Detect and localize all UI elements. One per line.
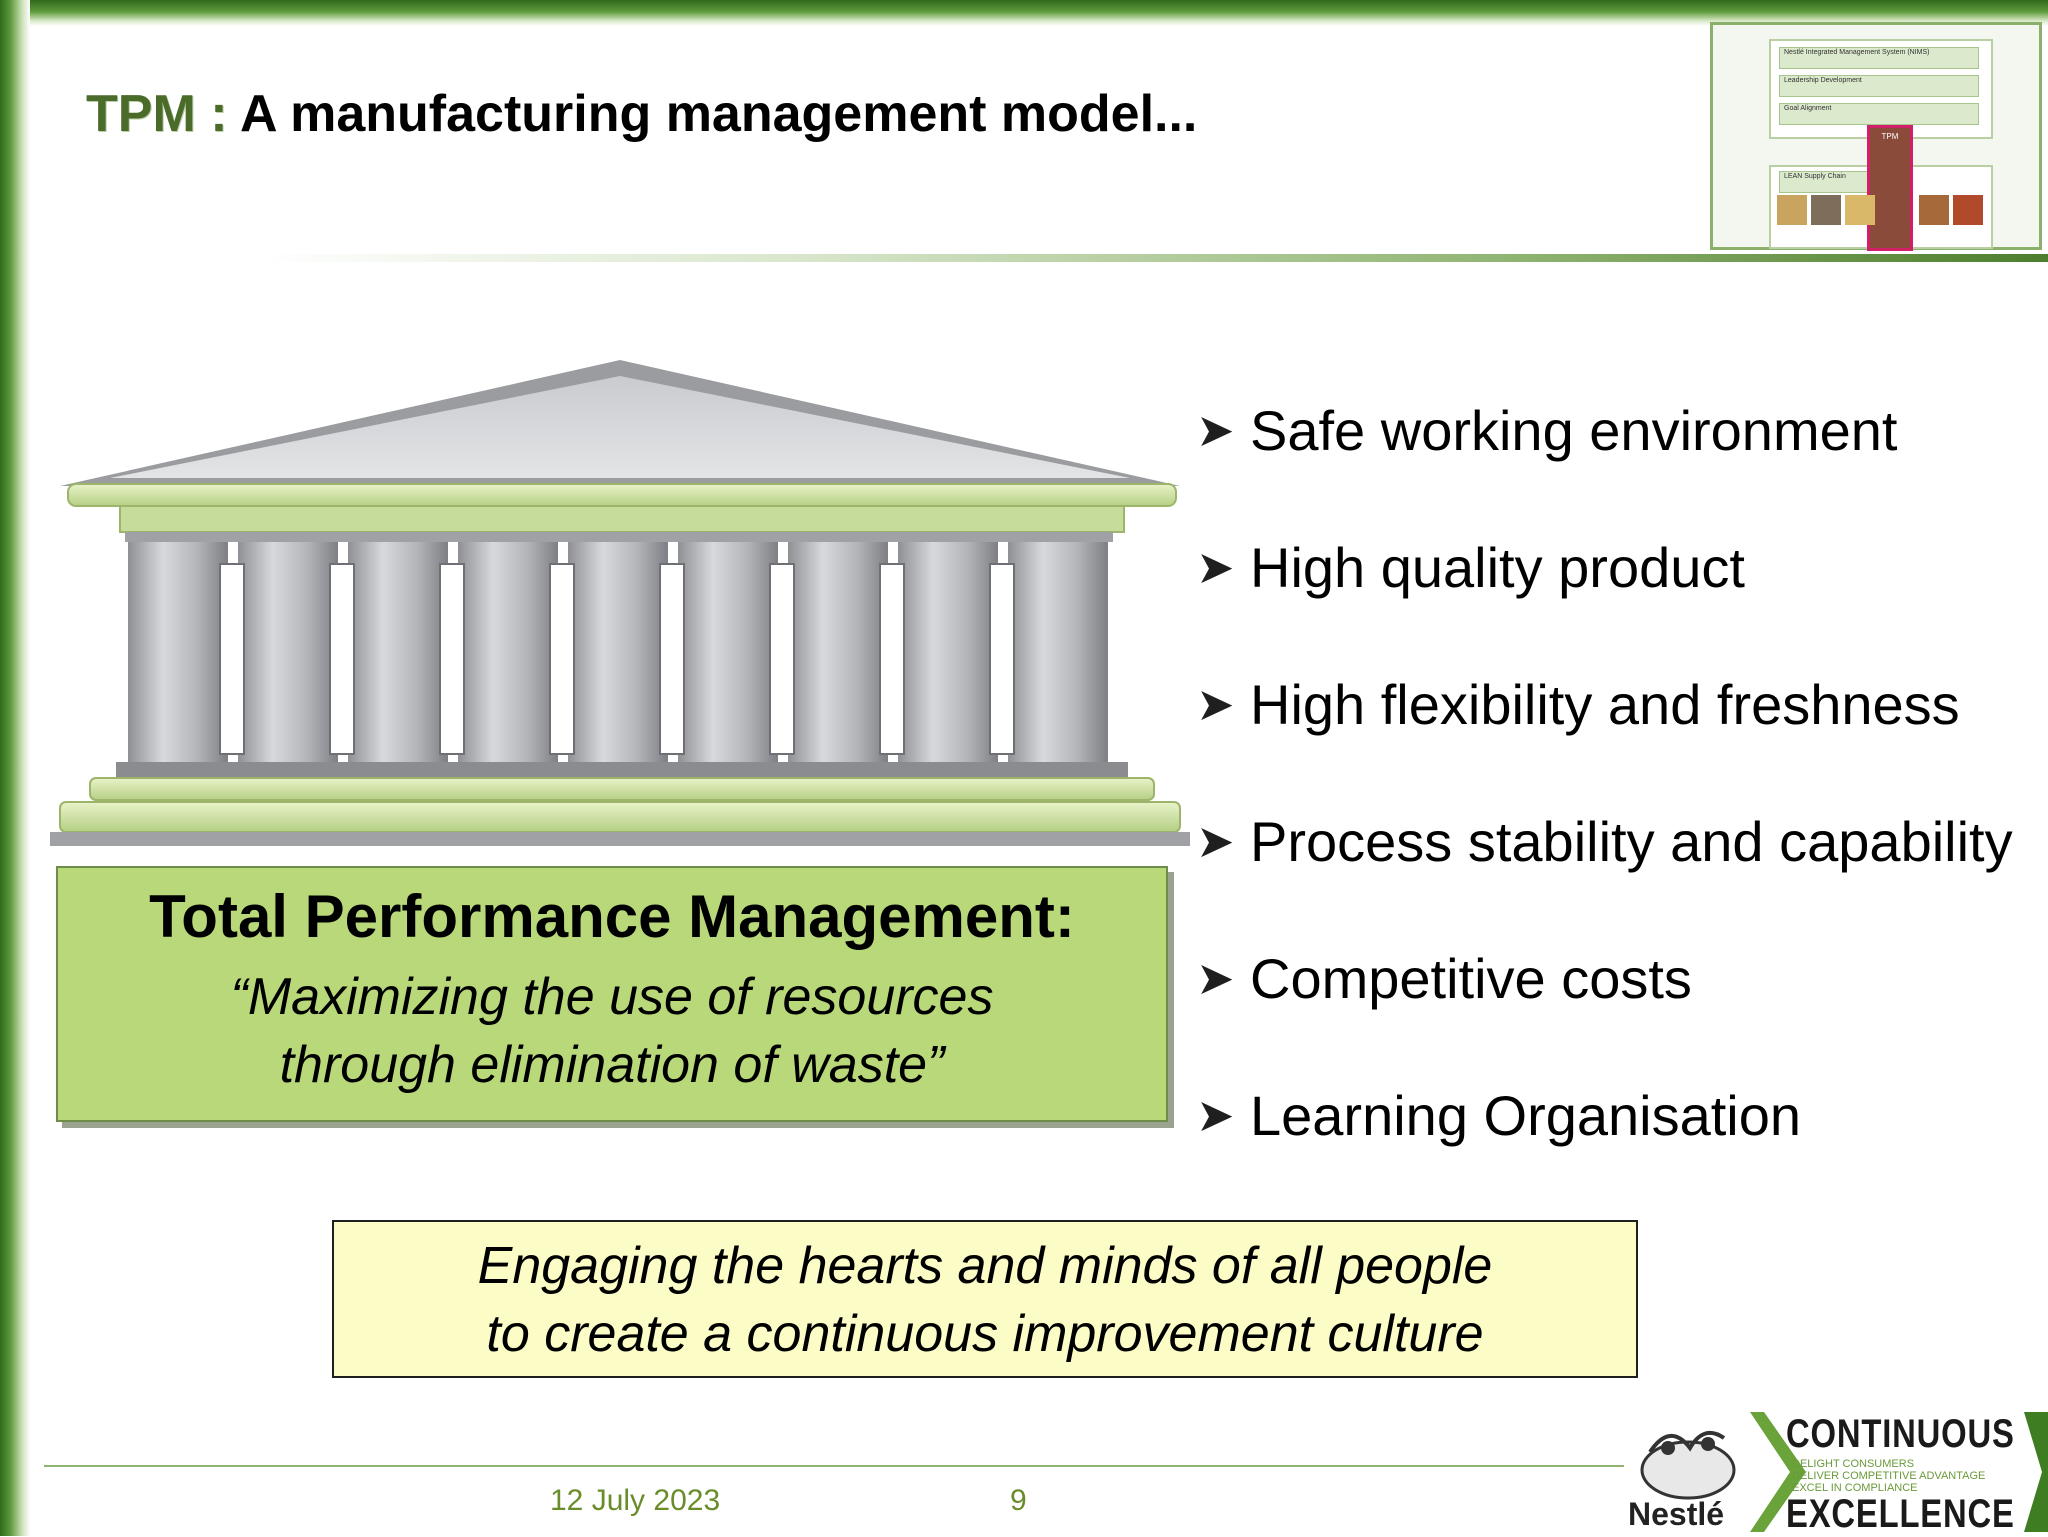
tpm-quote-line-1: “Maximizing the use of resources [230, 968, 994, 1026]
temple-columns [125, 532, 1113, 762]
thumbnail-row: Nestlé Integrated Management System (NIM… [1779, 47, 1979, 69]
model-thumbnail: Nestlé Integrated Management System (NIM… [1710, 22, 2042, 251]
list-item-text: High flexibility and freshness [1250, 672, 1960, 736]
logo-word-excellence: EXCELLENCE [1786, 1492, 2015, 1536]
thumbnail-image [1811, 195, 1841, 225]
arrow-bullet-icon: ➤ [1196, 952, 1235, 1004]
tpm-quote-line-2: through elimination of waste” [279, 1036, 945, 1094]
thumbnail-image [1919, 195, 1949, 225]
list-item: ➤ Competitive costs [1196, 943, 2036, 1013]
footer-date: 12 July 2023 [550, 1484, 721, 1517]
thumbnail-image [1953, 195, 1983, 225]
thumbnail-image [1777, 195, 1807, 225]
arrow-bullet-icon: ➤ [1196, 815, 1235, 867]
list-item-text: High quality product [1250, 535, 1745, 599]
tpm-definition-box: Total Performance Management: “Maximizin… [56, 866, 1168, 1122]
title-underline [260, 254, 2048, 262]
thumbnail-image [1845, 195, 1875, 225]
arrow-bullet-icon: ➤ [1196, 404, 1235, 456]
tpm-heading: Total Performance Management: [149, 883, 1075, 950]
list-item-text: Safe working environment [1250, 398, 1898, 462]
list-item-text: Competitive costs [1250, 946, 1692, 1010]
thumbnail-tpm-highlight: TPM [1867, 125, 1913, 251]
list-item: ➤ High flexibility and freshness [1196, 669, 2036, 739]
thumbnail-top-panel: Nestlé Integrated Management System (NIM… [1769, 39, 1993, 139]
engagement-line-1: Engaging the hearts and minds of all peo… [477, 1237, 1493, 1295]
list-item-text: Learning Organisation [1250, 1083, 1802, 1147]
list-item: ➤ Safe working environment [1196, 395, 2036, 465]
top-frame-bar [0, 0, 2048, 26]
temple-icon [50, 360, 1190, 846]
thumbnail-row: Goal Alignment [1779, 103, 1979, 125]
arrow-bullet-icon: ➤ [1196, 1089, 1235, 1141]
logo-word-continuous: CONTINUOUS [1786, 1412, 2015, 1456]
footer-page-number: 9 [1010, 1484, 1027, 1517]
arrow-bullet-icon: ➤ [1196, 678, 1235, 730]
thumbnail-lean-label: LEAN Supply Chain [1779, 171, 1869, 193]
thumbnail-row: Leadership Development [1779, 75, 1979, 97]
continuous-excellence-logo: Nestlé CONTINUOUS DELIGHT CONSUMERS DELI… [1624, 1408, 2048, 1536]
arrow-bullet-icon: ➤ [1196, 541, 1235, 593]
list-item: ➤ Learning Organisation [1196, 1080, 2036, 1150]
list-item-text: Process stability and capability [1250, 809, 2013, 873]
thumbnail-tpm-label: TPM [1881, 132, 1899, 141]
logo-tagline: DELIVER COMPETITIVE ADVANTAGE [1792, 1470, 1986, 1482]
nestle-nest-icon [1640, 1412, 2048, 1532]
logo-tagline: EXCEL IN COMPLIANCE [1792, 1482, 1918, 1494]
title-prefix: TPM : [86, 85, 228, 143]
engagement-box: Engaging the hearts and minds of all peo… [332, 1220, 1638, 1378]
page-title: TPM : A manufacturing management model..… [86, 84, 1197, 144]
logo-tagline: DELIGHT CONSUMERS [1792, 1458, 1915, 1470]
title-text: A manufacturing management model... [227, 85, 1198, 143]
engagement-line-2: to create a continuous improvement cultu… [486, 1305, 1484, 1363]
list-item: ➤ Process stability and capability [1196, 806, 2036, 876]
nestle-wordmark: Nestlé [1628, 1496, 1725, 1532]
list-item: ➤ High quality product [1196, 532, 2036, 602]
footer-divider [44, 1465, 1624, 1467]
left-frame-bar [0, 0, 30, 1536]
